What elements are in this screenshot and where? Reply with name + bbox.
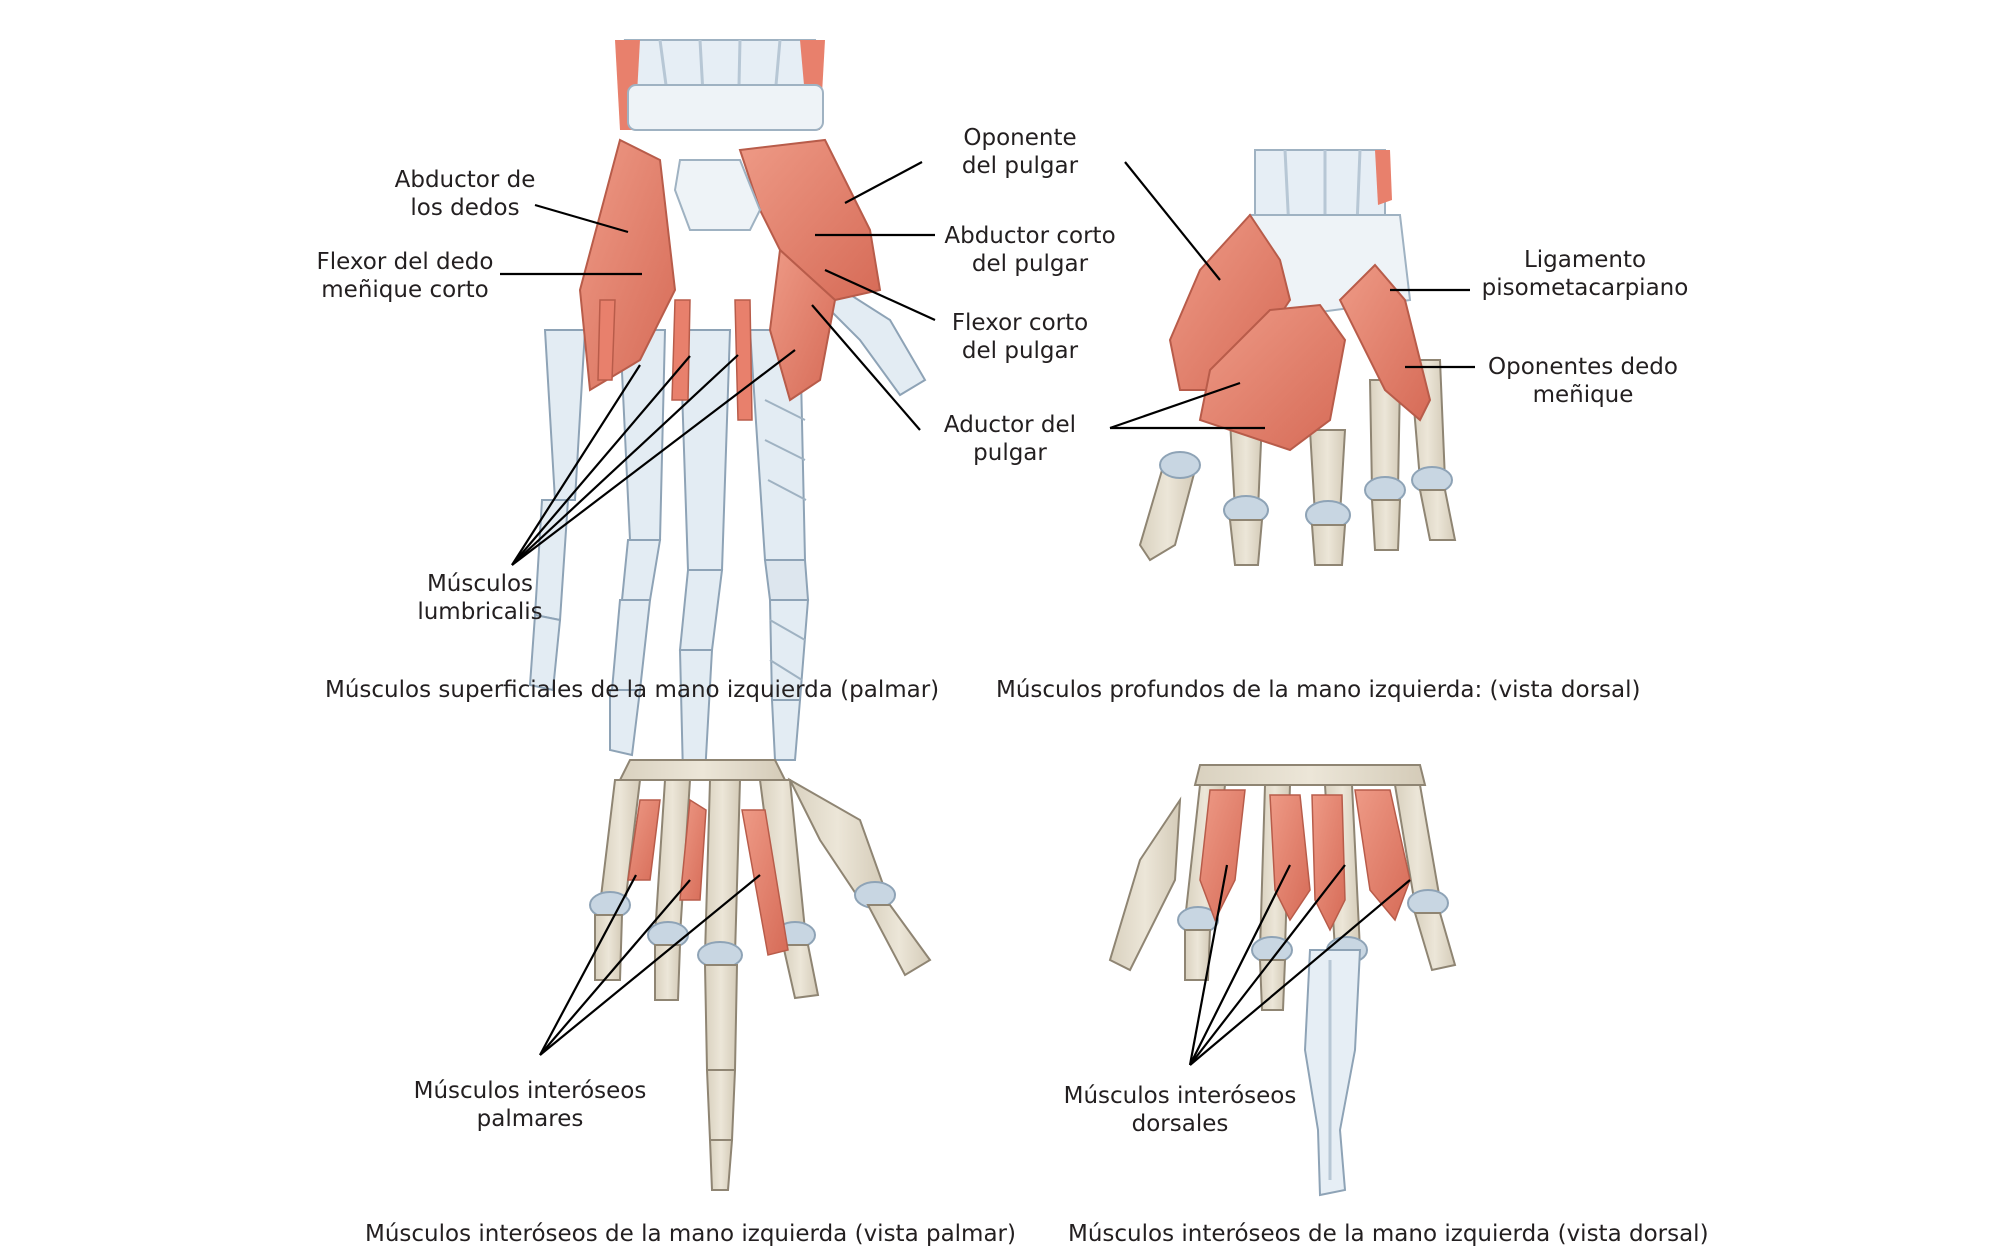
label-aductor-pulgar: Aductor del pulgar	[930, 411, 1090, 467]
label-line: Músculos interóseos	[413, 1078, 647, 1104]
label-line: Flexor corto	[951, 310, 1089, 336]
caption-bottom-right: Músculos interóseos de la mano izquierda…	[1068, 1221, 1709, 1247]
label-line: meñique corto	[321, 277, 489, 303]
label-line: Abductor corto	[944, 223, 1116, 249]
label-line: palmares	[476, 1106, 584, 1132]
dorsal-interossei-hand	[1108, 764, 1457, 1197]
label-line: Ligamento	[1523, 247, 1647, 273]
label-line: del pulgar	[971, 251, 1089, 277]
label-line: los dedos	[410, 195, 520, 221]
label-line: meñique	[1532, 382, 1634, 408]
label-abductor-dedos: Abductor de los dedos	[370, 166, 560, 222]
label-lumbricales: Músculos lumbricalis	[405, 570, 555, 626]
label-line: pulgar	[973, 440, 1047, 466]
label-line: Aductor del	[943, 412, 1077, 438]
label-abductor-corto-pulgar: Abductor corto del pulgar	[935, 222, 1125, 278]
caption-top-left: Músculos superficiales de la mano izquie…	[325, 677, 940, 703]
leader-lines	[500, 161, 1475, 1066]
palmar-interossei-hand	[589, 759, 932, 1191]
label-line: lumbricalis	[417, 599, 543, 625]
label-oponentes-menique: Oponentes dedo meñique	[1478, 353, 1688, 409]
label-line: Músculos	[426, 571, 534, 597]
label-ligamento: Ligamento pisometacarpiano	[1475, 246, 1695, 302]
caption-bottom-left: Músculos interóseos de la mano izquierda…	[365, 1221, 1016, 1247]
palmar-superficial-hand	[528, 39, 927, 776]
caption-top-right: Músculos profundos de la mano izquierda:…	[996, 677, 1641, 703]
label-interoseos-dorsales: Músculos interóseos dorsales	[1055, 1082, 1305, 1138]
label-line: del pulgar	[961, 338, 1079, 364]
label-flexor-corto-pulgar: Flexor corto del pulgar	[930, 309, 1110, 365]
label-flexor-menique: Flexor del dedo meñique corto	[300, 248, 510, 304]
dorsal-deep-hand	[1138, 149, 1457, 566]
label-oponente-pulgar: Oponente del pulgar	[935, 124, 1105, 180]
label-line: Abductor de	[394, 167, 536, 193]
label-line: Flexor del dedo	[316, 249, 494, 275]
label-interoseos-palmares: Músculos interóseos palmares	[405, 1077, 655, 1133]
label-line: Músculos interóseos	[1063, 1083, 1297, 1109]
label-line: pisometacarpiano	[1481, 275, 1689, 301]
label-line: del pulgar	[961, 153, 1079, 179]
label-line: Oponente	[963, 125, 1077, 151]
label-line: dorsales	[1131, 1111, 1229, 1137]
label-line: Oponentes dedo	[1488, 354, 1678, 380]
